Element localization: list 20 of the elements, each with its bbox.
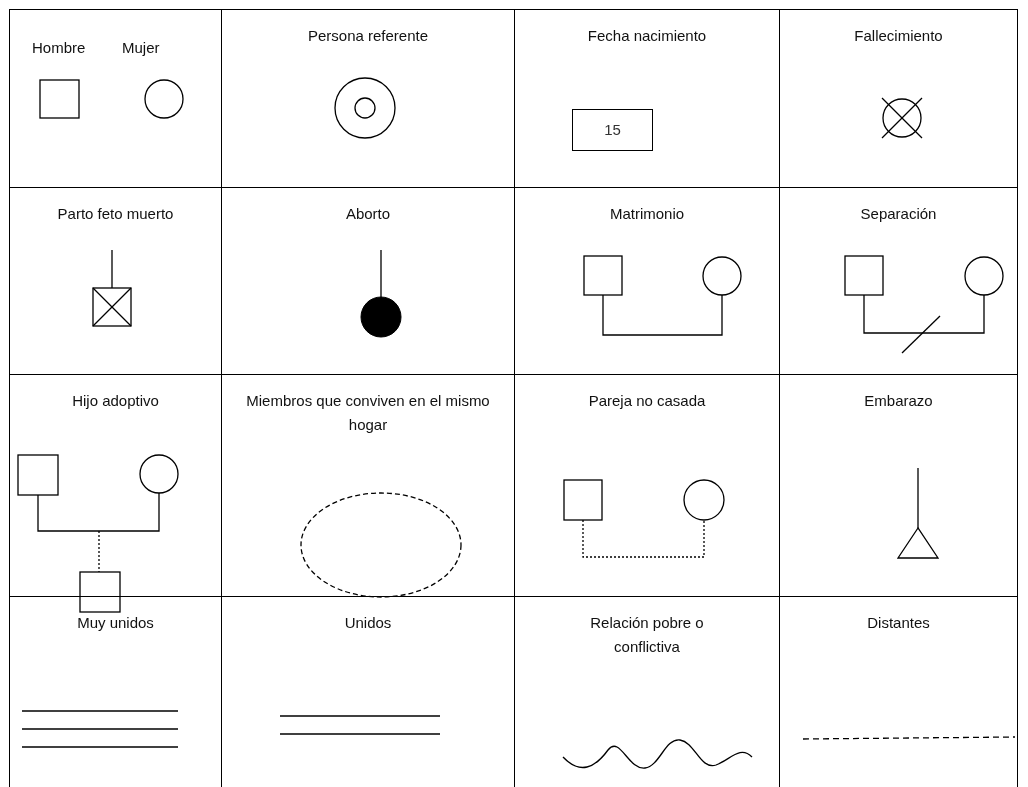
symbol-caption: Separación — [860, 204, 937, 224]
symbol-caption: Mujer — [122, 38, 160, 58]
symbol-caption: Aborto — [345, 204, 391, 224]
symbol-caption: Parto feto muerto — [57, 204, 174, 224]
symbol-caption: Distantes — [867, 613, 930, 633]
symbol-caption: Unidos — [344, 613, 392, 633]
symbol-caption: Relación pobre o conflictiva — [589, 613, 705, 657]
symbol-caption: Pareja no casada — [588, 391, 706, 411]
table-cell — [779, 9, 1018, 188]
symbol-caption: Persona referente — [307, 26, 429, 46]
symbol-caption: Hombre — [32, 38, 86, 58]
symbol-caption: Miembros que conviven en el mismo hogar — [245, 391, 491, 435]
symbol-caption: Hijo adoptivo — [72, 391, 159, 411]
symbol-caption: Muy unidos — [77, 613, 154, 633]
date-box: 15 — [572, 109, 653, 151]
symbol-caption: Matrimonio — [609, 204, 685, 224]
symbol-caption: Fallecimiento — [854, 26, 943, 46]
symbol-caption: Embarazo — [864, 391, 933, 411]
table-cell — [9, 9, 222, 188]
symbol-caption: Fecha nacimiento — [587, 26, 707, 46]
